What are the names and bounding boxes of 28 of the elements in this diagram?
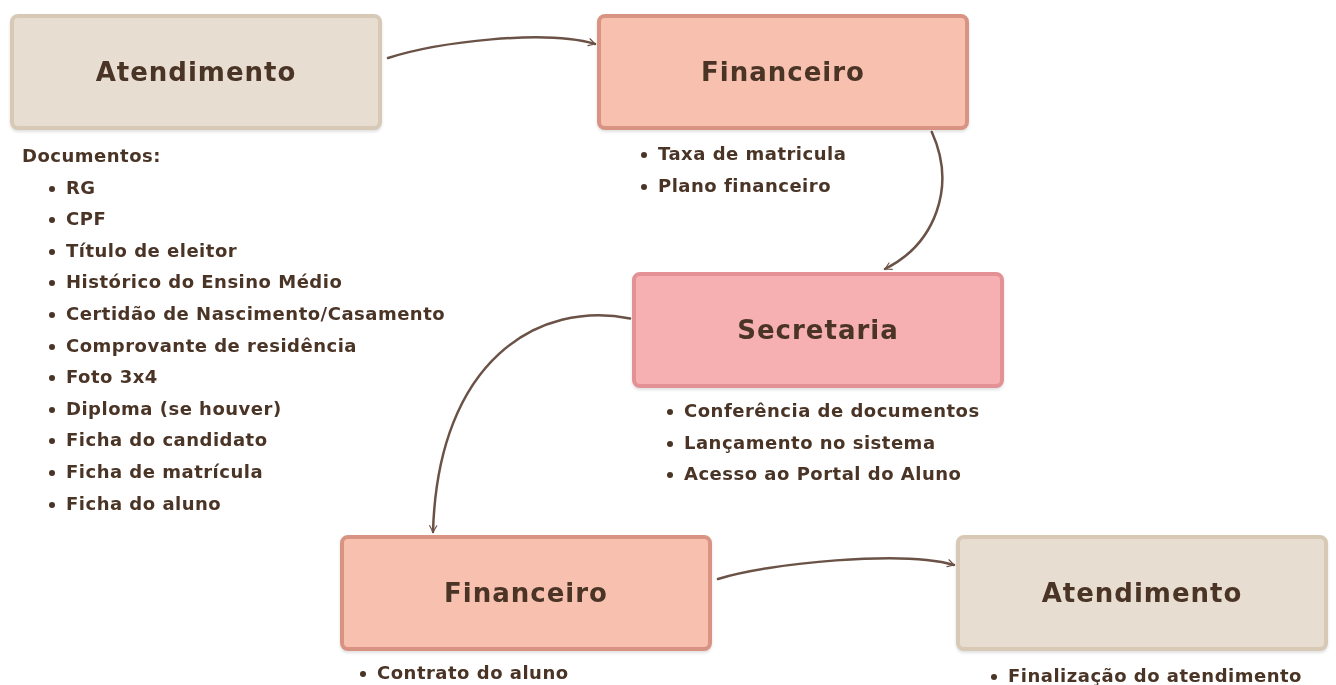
list-item: Acesso ao Portal do Aluno xyxy=(684,463,962,485)
list-heading: Documentos: xyxy=(22,145,161,166)
list-item: Conferência de documentos xyxy=(684,400,980,421)
list-item: Foto 3x4 xyxy=(66,366,158,388)
list-item: Finalização do atendimento xyxy=(1008,665,1302,685)
list-item: Ficha do candidato xyxy=(66,429,268,451)
process-box: Financeiro xyxy=(340,535,712,651)
curved-arrow xyxy=(716,557,956,581)
list-item: Título de eleitor xyxy=(66,239,238,261)
list-item: Taxa de matricula xyxy=(658,143,847,164)
list-item: Certidão de Nascimento/Casamento xyxy=(66,302,446,324)
list-item: Contrato do aluno xyxy=(377,662,569,683)
list-item: RG xyxy=(66,176,96,198)
process-box: Financeiro xyxy=(597,14,969,130)
list-item: Histórico do Ensino Médio xyxy=(66,271,343,293)
list-item: Ficha de matrícula xyxy=(66,460,264,482)
list-item: Comprovante de residência xyxy=(66,334,357,356)
process-box: Secretaria xyxy=(632,272,1004,388)
list-item: Plano financeiro xyxy=(658,174,832,196)
process-box: Atendimento xyxy=(10,14,382,130)
list-item: CPF xyxy=(66,208,107,230)
list-item: Lançamento no sistema xyxy=(684,431,936,453)
list-item: Ficha do aluno xyxy=(66,492,222,514)
curved-arrow xyxy=(883,130,944,271)
curved-arrow xyxy=(386,36,597,60)
curved-arrow xyxy=(429,314,632,534)
list-item: Diploma (se houver) xyxy=(66,397,282,419)
process-box: Atendimento xyxy=(956,535,1328,651)
